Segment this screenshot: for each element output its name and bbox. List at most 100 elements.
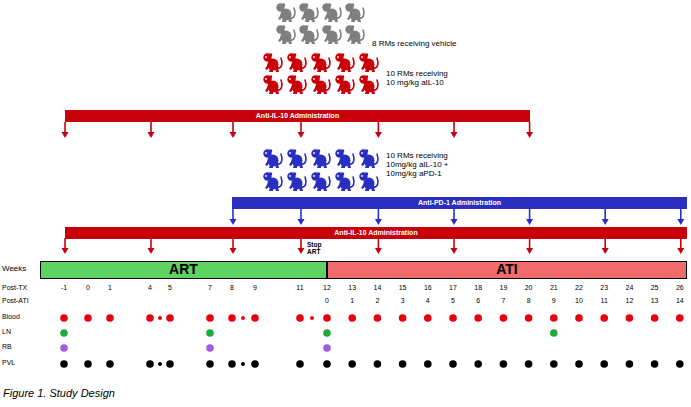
- sample-dot: [575, 360, 583, 368]
- phase-band: ATI: [327, 261, 687, 279]
- dose-arrow-shaft: [529, 238, 531, 249]
- monkey-ear: [282, 3, 286, 7]
- monkey-ear: [365, 75, 369, 79]
- dose-arrowhead: [677, 219, 684, 225]
- sample-dot: [84, 314, 92, 322]
- monkey-ear: [328, 3, 332, 7]
- monkey-icon: [345, 3, 364, 22]
- sample-dot: [348, 314, 356, 322]
- monkey-limbs: [347, 14, 361, 22]
- sample-dot: [166, 360, 174, 368]
- week-number: 7: [208, 284, 212, 292]
- sample-dot: [206, 360, 214, 368]
- dose-arrowhead: [298, 248, 305, 254]
- monkey-icon: [359, 53, 378, 72]
- week-number: 25: [651, 284, 659, 292]
- monkey-limbs: [278, 36, 292, 44]
- monkey-head: [263, 172, 271, 180]
- band-label: ART: [169, 262, 198, 277]
- monkey-eye: [265, 152, 267, 154]
- monkey-head: [287, 75, 295, 83]
- sample-dot: [525, 314, 533, 322]
- monkey-head: [335, 53, 343, 61]
- monkey-eye: [361, 56, 363, 58]
- treatment-band: Anti-PD-1 Administration: [232, 197, 687, 209]
- monkey-head: [345, 25, 353, 33]
- dose-arrow-shaft: [453, 208, 455, 220]
- row-label: LN: [2, 328, 11, 336]
- monkey-icon: [287, 75, 306, 94]
- monkey-ear: [341, 53, 345, 57]
- sample-dot: [651, 314, 659, 322]
- sample-dot: [474, 360, 482, 368]
- dose-arrowhead: [602, 219, 609, 225]
- monkey-head: [359, 172, 367, 180]
- monkey-limbs: [265, 86, 279, 94]
- monkey-head: [322, 25, 330, 33]
- week-number: -1: [61, 284, 67, 292]
- sample-dot: [374, 314, 382, 322]
- monkey-limbs: [361, 183, 375, 191]
- dose-arrow-shaft: [604, 208, 606, 220]
- dose-arrowhead: [298, 219, 305, 225]
- monkey-head: [263, 149, 271, 157]
- monkey-eye: [337, 56, 339, 58]
- sample-dot: [500, 314, 508, 322]
- sample-dot: [550, 329, 558, 337]
- sample-dot: [241, 362, 245, 366]
- sample-dot: [651, 360, 659, 368]
- monkey-limbs: [337, 183, 351, 191]
- dose-arrow-shaft: [300, 122, 302, 133]
- monkey-head: [276, 3, 284, 11]
- monkey-ear: [293, 75, 297, 79]
- week-number: 22: [575, 284, 583, 292]
- sample-dot: [550, 360, 558, 368]
- dose-arrow-shaft: [378, 122, 380, 133]
- monkey-limbs: [289, 64, 303, 72]
- sample-dot: [424, 360, 432, 368]
- monkey-head: [311, 172, 319, 180]
- monkey-ear: [293, 53, 297, 57]
- row-label: Post-TX: [2, 284, 27, 292]
- sample-dot: [424, 314, 432, 322]
- monkey-icon: [299, 3, 318, 22]
- monkey-eye: [289, 56, 291, 58]
- monkey-limbs: [289, 86, 303, 94]
- dose-arrowhead: [62, 132, 69, 138]
- sample-dot: [310, 316, 314, 320]
- band-label: Anti-PD-1 Administration: [418, 199, 501, 207]
- week-number: 0: [86, 284, 90, 292]
- dose-arrowhead: [451, 248, 458, 254]
- sample-dot: [206, 314, 214, 322]
- monkey-limbs: [361, 160, 375, 168]
- monkey-head: [335, 149, 343, 157]
- monkey-icon: [287, 149, 306, 168]
- monkey-eye: [289, 152, 291, 154]
- monkey-icon: [287, 172, 306, 191]
- dose-arrow-shaft: [300, 208, 302, 220]
- sample-dot: [84, 360, 92, 368]
- monkey-head: [287, 53, 295, 61]
- dose-arrow-shaft: [529, 122, 531, 133]
- sample-dot: [323, 314, 331, 322]
- dose-arrow-shaft: [453, 238, 455, 249]
- dose-arrow-shaft: [529, 208, 531, 220]
- monkey-limbs: [347, 36, 361, 44]
- monkey-limbs: [337, 64, 351, 72]
- dose-arrowhead: [375, 219, 382, 225]
- sample-dot: [146, 314, 154, 322]
- monkey-limbs: [313, 64, 327, 72]
- sample-dot: [60, 329, 68, 337]
- monkey-limbs: [265, 64, 279, 72]
- sample-dot: [106, 360, 114, 368]
- week-number: 1: [350, 297, 354, 305]
- sample-dot: [228, 360, 236, 368]
- group-label: 10 RMs receiving 10 mg/kg aIL-10: [386, 70, 454, 88]
- sample-dot: [251, 314, 259, 322]
- monkey-icon: [359, 172, 378, 191]
- monkey-icon: [335, 53, 354, 72]
- sample-dot: [296, 360, 304, 368]
- sample-dot: [374, 360, 382, 368]
- dose-arrowhead: [375, 248, 382, 254]
